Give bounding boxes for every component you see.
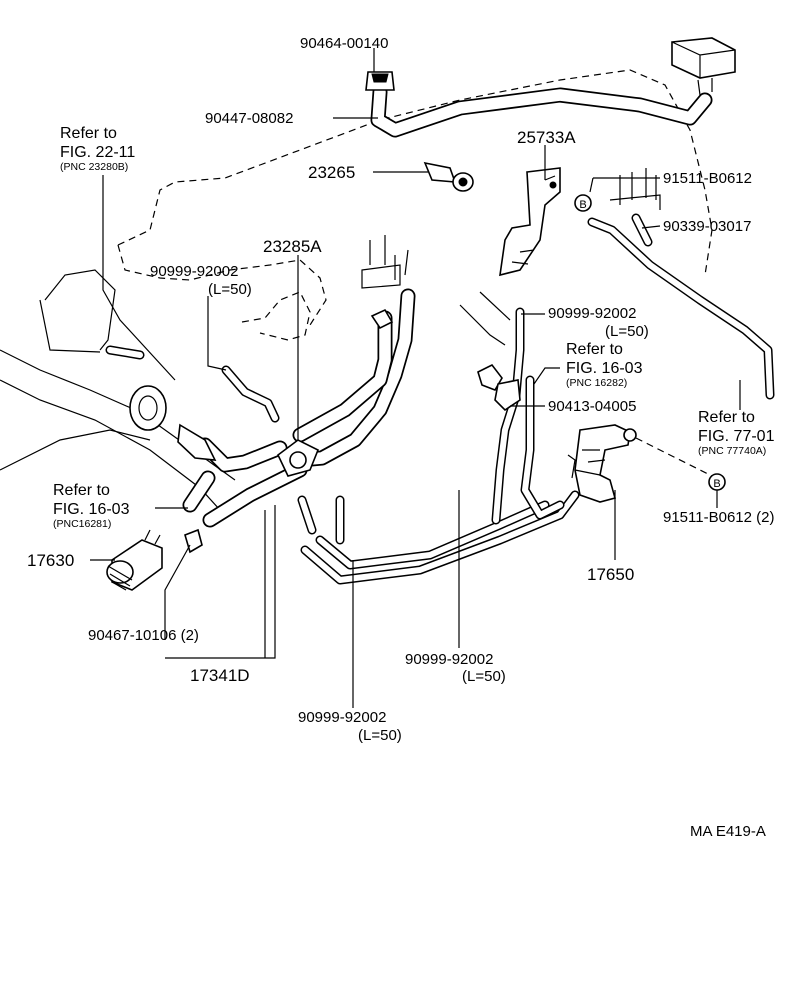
hoses (105, 84, 775, 585)
refer-fig-16-03-left-line2: FIG. 16-03 (53, 501, 130, 518)
clamp-90413 (477, 363, 521, 412)
label-90999-92002-a: 90999-92002 (150, 263, 238, 280)
refer-fig-77-01-line1: Refer to (698, 409, 755, 426)
refer-fig-16-03-left-line1: Refer to (53, 482, 110, 499)
label-90999-92002-b: 90999-92002 (548, 305, 636, 322)
refer-fig-16-03-right-line1: Refer to (566, 341, 623, 358)
vsv-17650 (567, 424, 637, 503)
bracket-25733A (499, 167, 561, 277)
canister-box (671, 37, 736, 79)
label-90467-10106: 90467-10106 (2) (88, 627, 199, 644)
switch-17630 (106, 529, 163, 591)
label-90413-04005: 90413-04005 (548, 398, 636, 415)
label-90999-92002-a-length: (L=50) (208, 281, 252, 298)
bolt-b-lower-label: B (713, 478, 720, 490)
label-90999-92002-d: 90999-92002 (405, 651, 493, 668)
label-17630: 17630 (27, 551, 74, 570)
label-25733A: 25733A (517, 128, 576, 147)
label-17341D: 17341D (190, 666, 250, 685)
label-90999-92002-b-length: (L=50) (605, 323, 649, 340)
diagram-code: MA E419-A (690, 823, 766, 840)
label-23285A: 23285A (263, 237, 322, 256)
refer-fig-77-01-line2: FIG. 77-01 (698, 428, 775, 445)
refer-fig-22-11-pnc: (PNC 23280B) (60, 161, 128, 173)
refer-fig-16-03-right-line2: FIG. 16-03 (566, 360, 643, 377)
clip-top-center (370, 308, 394, 330)
label-90447-08082: 90447-08082 (205, 110, 293, 127)
hose-ring-left (129, 385, 167, 431)
refer-fig-16-03-left-pnc: (PNC16281) (53, 518, 111, 530)
label-23265: 23265 (308, 163, 355, 182)
refer-labels: Refer to FIG. 22-11 (PNC 23280B) Refer t… (53, 125, 775, 530)
leader-lines (90, 48, 741, 708)
valve-23265 (423, 161, 474, 192)
label-91511-b0612-2: 91511-B0612 (2) (663, 509, 774, 526)
label-91511-b0612: 91511-B0612 (663, 170, 752, 187)
label-90464-00140: 90464-00140 (300, 35, 388, 52)
refer-fig-22-11-line2: FIG. 22-11 (60, 144, 135, 161)
refer-fig-16-03-left: Refer to FIG. 16-03 (PNC16281) (53, 482, 130, 530)
refer-fig-77-01: Refer to FIG. 77-01 (PNC 77740A) (698, 409, 775, 457)
tee-23285A (276, 439, 320, 477)
label-90999-92002-c: 90999-92002 (298, 709, 386, 726)
refer-fig-16-03-right: Refer to FIG. 16-03 (PNC 16282) (566, 341, 643, 389)
label-90339-03017: 90339-03017 (663, 218, 751, 235)
refer-fig-16-03-right-pnc: (PNC 16282) (566, 377, 627, 389)
refer-fig-77-01-pnc: (PNC 77740A) (698, 445, 766, 457)
bolt-b-upper-label: B (579, 199, 586, 211)
bolt-b-lower: B (708, 473, 726, 491)
label-90999-92002-d-length: (L=50) (462, 668, 506, 685)
label-90999-92002-c-length: (L=50) (358, 727, 402, 744)
bolt-b-upper: B (574, 194, 592, 212)
refer-fig-22-11-line1: Refer to (60, 125, 117, 142)
parts: B B (106, 37, 736, 591)
refer-fig-22-11: Refer to FIG. 22-11 (PNC 23280B) (60, 125, 135, 173)
part-labels: 90464-00140 90447-08082 23265 25733A 915… (27, 35, 774, 744)
label-17650: 17650 (587, 565, 634, 584)
